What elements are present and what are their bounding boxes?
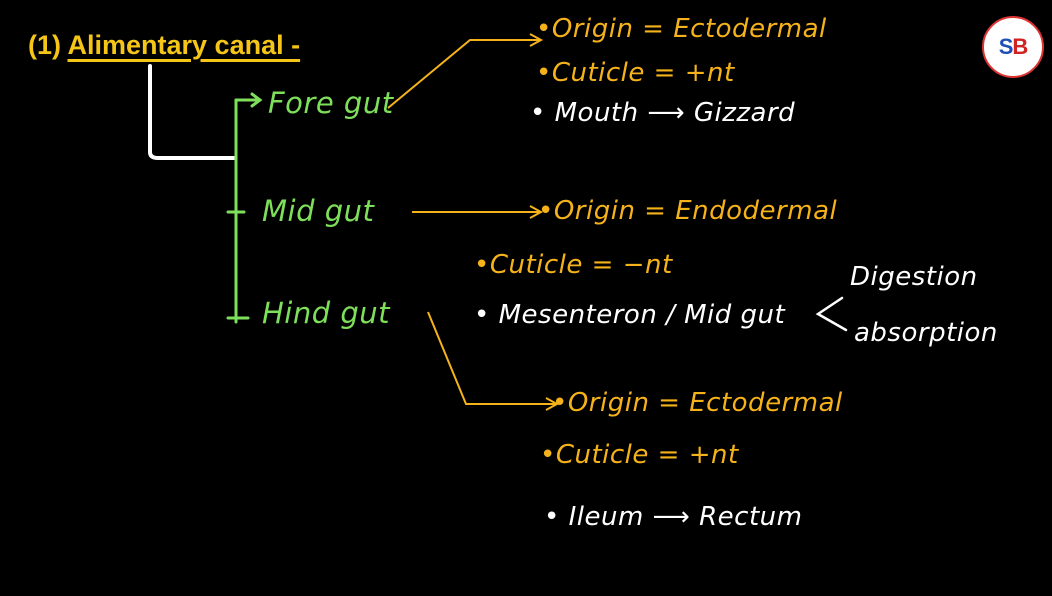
midgut-cuticle: •Cuticle = −nt	[474, 250, 673, 280]
hindgut-origin: •Origin = Ectodermal	[552, 388, 843, 418]
arrow-hindgut-head	[545, 397, 560, 411]
section-label-hindgut: Hind gut	[262, 296, 391, 330]
logo-letters: SB	[998, 34, 1029, 59]
arrow-midgut-head	[529, 205, 544, 219]
page-title: (1) Alimentary canal -	[28, 30, 300, 61]
hindgut-cuticle: •Cuticle = +nt	[540, 440, 739, 470]
midgut-function-absorption: absorption	[854, 318, 998, 348]
midgut-origin: •Origin = Endodermal	[538, 196, 838, 226]
midgut-mesenteron: • Mesenteron / Mid gut	[474, 300, 786, 330]
midgut-function-digestion: Digestion	[850, 262, 978, 292]
section-label-foregut: Fore gut	[268, 86, 394, 120]
foregut-origin: •Origin = Ectodermal	[536, 14, 827, 44]
sankalp-bharat-logo: SB	[982, 16, 1044, 78]
section-label-midgut: Mid gut	[262, 194, 375, 228]
tree-branch-foregut-arrow	[250, 92, 263, 108]
title-number: (1)	[28, 30, 61, 60]
arrow-hindgut	[427, 311, 556, 405]
foregut-cuticle: •Cuticle = +nt	[536, 58, 735, 88]
foregut-path: • Mouth ⟶ Gizzard	[530, 98, 796, 128]
arrow-foregut	[387, 39, 540, 109]
arrow-foregut-head	[529, 33, 544, 47]
function-bracket	[815, 296, 848, 332]
hindgut-path: • Ileum ⟶ Rectum	[544, 502, 803, 532]
main-bracket	[148, 64, 236, 160]
title-text: Alimentary canal -	[67, 30, 301, 60]
